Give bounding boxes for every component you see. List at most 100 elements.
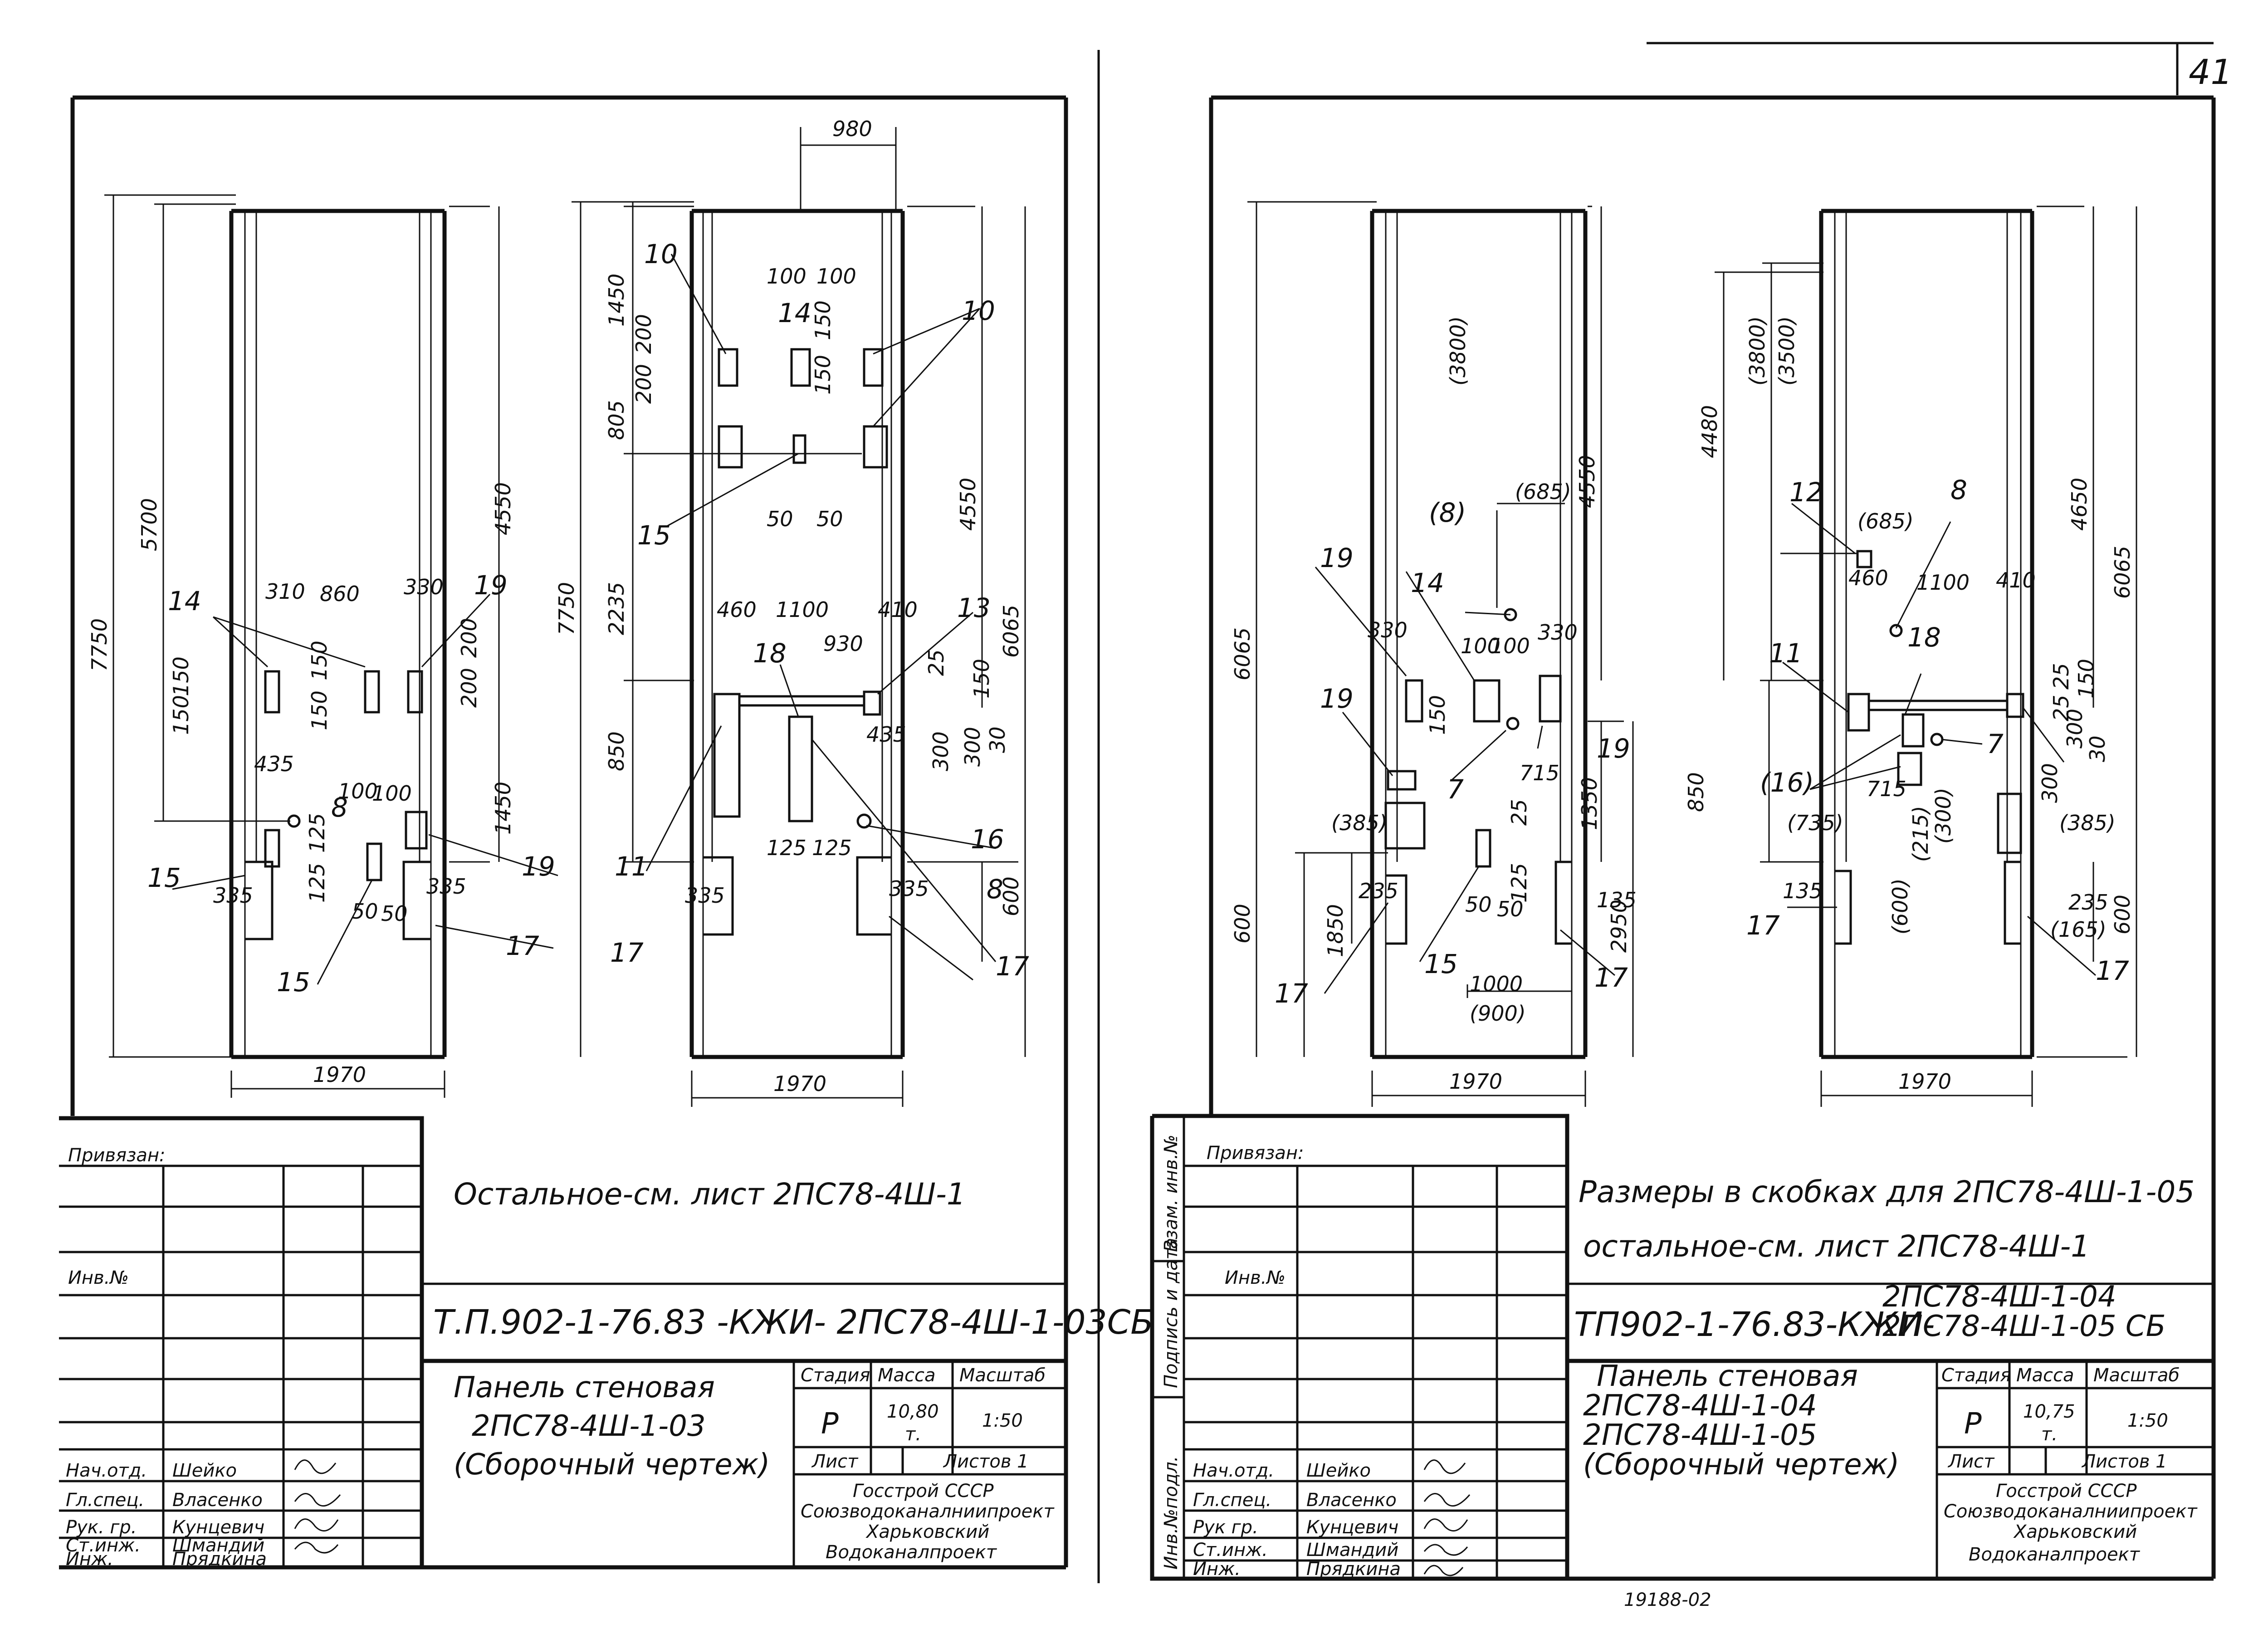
left-staff-role-4: Ст.инж. bbox=[66, 1535, 141, 1556]
right-title-line-3: 2ПС78-4Ш-1-05 bbox=[1583, 1419, 1817, 1452]
view4-dim-685: (685) bbox=[1857, 509, 1914, 533]
left-value-mass: 10,80 bbox=[887, 1401, 939, 1422]
view1-dim-extensions bbox=[104, 194, 490, 1058]
left-staff-name-1: Шейко bbox=[172, 1460, 237, 1481]
view2-dim-50b: 50 bbox=[816, 507, 843, 531]
view4-dim-6065: 6065 bbox=[2110, 546, 2135, 599]
left-staff-name-3: Кунцевич bbox=[172, 1517, 264, 1538]
view4-dim-410: 410 bbox=[1996, 568, 2036, 592]
view2-part-17 bbox=[703, 856, 891, 936]
view4-mark-17-right: 17 bbox=[2096, 955, 2129, 986]
view2-dim-125a: 125 bbox=[767, 836, 807, 860]
right-side-label-2: Подпись и дата bbox=[1161, 1238, 1182, 1388]
view2-dim-125b: 125 bbox=[812, 836, 852, 860]
view2-mark-8: 8 bbox=[987, 874, 1003, 905]
view1-dim-lines bbox=[112, 195, 500, 1098]
view2-dim-30: 30 bbox=[985, 726, 1010, 753]
right-staff-name-2: Власенко bbox=[1306, 1490, 1397, 1511]
view4-leaders bbox=[1782, 503, 2096, 976]
view4-part-18 bbox=[1869, 700, 2007, 711]
view1-dim-150d: 150 bbox=[307, 690, 332, 730]
view2-part-10c bbox=[718, 425, 743, 469]
right-note-1: Размеры в скобках для 2ПС78-4Ш-1-05 bbox=[1579, 1174, 2195, 1209]
view2-dim-805: 805 bbox=[604, 400, 629, 440]
right-doc-code-left: ТП902-1-76.83-КЖИ- bbox=[1574, 1305, 1935, 1344]
left-doc-code: Т.П.902-1-76.83 -КЖИ- 2ПС78-4Ш-1-03СБ bbox=[433, 1303, 1154, 1342]
left-value-scale: 1:50 bbox=[982, 1410, 1023, 1431]
view4-dim-width: 1970 bbox=[1898, 1069, 1951, 1094]
right-signatures bbox=[1423, 1459, 1471, 1576]
view2-dim-200a: 200 bbox=[631, 314, 656, 354]
view2-part-15 bbox=[792, 434, 807, 464]
right-staff-name-4: Шмандий bbox=[1306, 1540, 1398, 1561]
view2-dim-2235: 2235 bbox=[604, 582, 629, 635]
right-title-line-4: (Сборочный чертеж) bbox=[1583, 1448, 1899, 1482]
view3-dim-125: 125 bbox=[1507, 863, 1531, 903]
right-org-line-1: Госстрой СССР bbox=[1996, 1481, 2137, 1502]
view4-dim-600b: (600) bbox=[1888, 878, 1912, 934]
left-note: Остальное-см. лист 2ПС78-4Ш-1 bbox=[454, 1177, 966, 1212]
right-title-line-2: 2ПС78-4Ш-1-04 bbox=[1583, 1389, 1817, 1423]
view2-panel-outline bbox=[689, 209, 905, 1059]
view2-mark-10-left: 10 bbox=[644, 239, 678, 269]
left-staff-role-2: Гл.спец. bbox=[66, 1490, 144, 1511]
view2-mark-14: 14 bbox=[778, 298, 811, 328]
view4-dim-lines bbox=[1723, 206, 2137, 1107]
view4-dim-135: 135 bbox=[1783, 879, 1823, 903]
view4-dim-150: 150 bbox=[2074, 659, 2098, 699]
view1-mark-15-bottom: 15 bbox=[277, 967, 310, 998]
view4-dim-235: 235 bbox=[2068, 890, 2108, 915]
left-org-line-4: Водоканалпроект bbox=[826, 1542, 997, 1563]
view4-dim-715: 715 bbox=[1867, 777, 1906, 801]
view1-mark-14: 14 bbox=[168, 586, 201, 616]
view4-dim-30: 30 bbox=[2085, 735, 2110, 762]
view3-dim-330b: 330 bbox=[1538, 620, 1578, 645]
view3-mark-15: 15 bbox=[1424, 949, 1458, 979]
view1-mark-8: 8 bbox=[331, 792, 348, 823]
view1-panel-ribs bbox=[244, 211, 432, 1057]
left-header-stage: Стадия bbox=[801, 1365, 870, 1386]
view1-dim-435: 435 bbox=[254, 752, 294, 776]
view3-mark-7: 7 bbox=[1447, 774, 1464, 805]
view1-leaders bbox=[172, 593, 558, 985]
page-number: 41 bbox=[2189, 52, 2233, 92]
view2-dim-300b: 300 bbox=[960, 727, 985, 767]
view3-mark-19-right: 19 bbox=[1597, 733, 1630, 764]
left-staff-role-1: Нач.отд. bbox=[66, 1460, 147, 1481]
view4-mark-11: 11 bbox=[1769, 638, 1803, 669]
view3-dim-150: 150 bbox=[1425, 695, 1450, 735]
left-value-mass-unit: т. bbox=[905, 1424, 921, 1445]
view1-dim-upper: 5700 bbox=[137, 498, 161, 551]
view4-dim-600: 600 bbox=[2110, 895, 2135, 934]
left-staff-name-4: Шмандий bbox=[172, 1535, 264, 1556]
view1-dim-50b: 50 bbox=[381, 901, 408, 926]
view1-dim-125a: 125 bbox=[305, 813, 329, 853]
view2-part-10b bbox=[863, 348, 884, 387]
view4-part-385 bbox=[1997, 793, 2022, 854]
view2-part-18 bbox=[739, 695, 864, 707]
left-staff-role-3: Рук. гр. bbox=[66, 1517, 137, 1538]
left-title-line-3: (Сборочный чертеж) bbox=[454, 1448, 770, 1482]
left-staff-name-2: Власенко bbox=[172, 1490, 263, 1511]
right-staff-role-3: Рук гр. bbox=[1193, 1517, 1258, 1538]
view2-part-10a bbox=[718, 348, 738, 387]
right-staff-role-2: Гл.спец. bbox=[1193, 1490, 1271, 1511]
view3-dim-1850: 1850 bbox=[1323, 904, 1348, 957]
view1-dim-200a: 200 bbox=[457, 668, 481, 708]
right-value-scale: 1:50 bbox=[2127, 1410, 2168, 1431]
view3-dim-25: 25 bbox=[1507, 799, 1531, 826]
view2-dim-6065: 6065 bbox=[999, 605, 1023, 658]
left-sheets-label: Листов 1 bbox=[943, 1451, 1029, 1472]
left-signatures bbox=[294, 1459, 341, 1554]
view1-dim-310: 310 bbox=[265, 579, 305, 604]
view2-leaders bbox=[645, 254, 997, 981]
view2-dim-200b: 200 bbox=[631, 364, 656, 404]
view3-dim-extensions bbox=[1247, 201, 1624, 854]
view4-mark-12: 12 bbox=[1789, 477, 1823, 508]
view1-dim-right-lower: 1450 bbox=[491, 782, 515, 835]
view1: 7750 5700 4550 1450 310 860 330 150 150 … bbox=[87, 194, 558, 1098]
view2-dim-335b: 335 bbox=[889, 876, 929, 901]
right-title-block-rows bbox=[1184, 1164, 1567, 1562]
view2-dim-100b: 100 bbox=[816, 264, 856, 289]
